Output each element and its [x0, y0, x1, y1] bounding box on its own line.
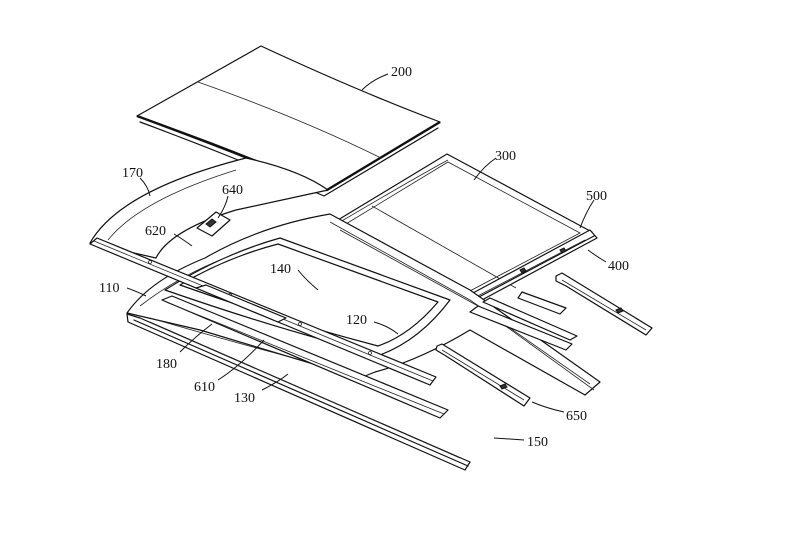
guide-rail-650a	[435, 343, 531, 407]
roof-panel-200	[136, 45, 441, 197]
label-110: 110	[99, 281, 119, 296]
leader-500	[579, 199, 595, 229]
leader-140	[297, 269, 319, 291]
label-300: 300	[495, 149, 516, 164]
right-rails	[469, 297, 578, 351]
label-130: 130	[234, 391, 255, 406]
label-140: 140	[270, 262, 291, 277]
label-180: 180	[156, 357, 177, 372]
label-400: 400	[608, 259, 629, 274]
leader-180	[179, 323, 213, 353]
label-640: 640	[222, 183, 243, 198]
leader-130	[261, 373, 289, 391]
leader-620	[173, 233, 193, 247]
reference-numerals: 200 300 500 400 170 640 620 140 110 120 …	[99, 65, 629, 450]
label-500: 500	[586, 189, 607, 204]
leader-150	[493, 437, 525, 441]
leader-200	[361, 73, 389, 91]
leader-610	[217, 339, 265, 381]
leader-lines	[126, 73, 607, 441]
leader-170	[139, 177, 151, 197]
side-rail-130	[126, 313, 471, 471]
rear-bracket	[517, 291, 567, 315]
label-200: 200	[391, 65, 412, 80]
label-610: 610	[194, 380, 215, 395]
label-170: 170	[122, 166, 143, 181]
label-650: 650	[566, 409, 587, 424]
label-120: 120	[346, 313, 367, 328]
guide-rail-650b	[555, 272, 653, 336]
leader-110	[126, 287, 147, 297]
leader-650	[531, 401, 565, 413]
drain-channel-610	[161, 295, 449, 419]
leader-120	[373, 321, 399, 335]
label-620: 620	[145, 224, 166, 239]
bracket-640	[196, 211, 231, 237]
front-header-170	[89, 157, 329, 259]
leader-400	[587, 249, 607, 263]
guide-180	[195, 284, 287, 323]
roof-frame-110	[126, 213, 601, 396]
leader-640	[217, 195, 229, 219]
leader-300	[473, 157, 497, 181]
label-150: 150	[527, 435, 548, 450]
